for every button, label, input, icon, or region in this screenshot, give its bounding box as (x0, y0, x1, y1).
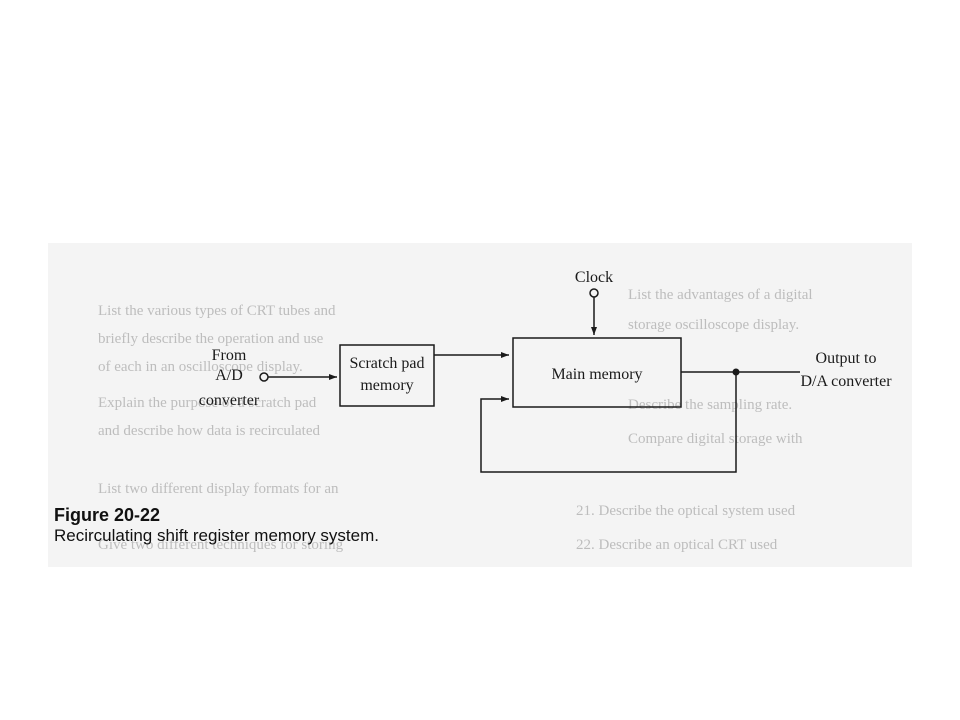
svg-text:List the advantages of a digit: List the advantages of a digital (628, 287, 813, 303)
input-label-line3: converter (199, 392, 260, 409)
input-label-line2: A/D (215, 367, 243, 384)
svg-text:Give two different techniques: Give two different techniques for storin… (98, 537, 344, 553)
input-terminal (259, 372, 269, 382)
figure-caption: Figure 20-22 Recirculating shift registe… (54, 505, 379, 546)
scratch-pad-memory-block (339, 344, 435, 407)
svg-text:List two different display for: List two different display formats for a… (98, 481, 339, 497)
figure-number: Figure 20-22 (54, 505, 161, 525)
svg-text:storage oscilloscope display.: storage oscilloscope display. (628, 317, 799, 333)
scratch-pad-label-line2: memory (360, 377, 413, 394)
input-label-line1: From (212, 347, 247, 364)
scanned-page: List the various types of CRT tubes and … (48, 243, 912, 567)
clock-label: Clock (575, 269, 613, 286)
bleed-through-text: List the various types of CRT tubes and … (98, 287, 813, 553)
clock-terminal (589, 288, 599, 298)
svg-text:of each in an oscilloscope dis: of each in an oscilloscope display. (98, 359, 303, 375)
svg-text:Describe the sampling rate.: Describe the sampling rate. (628, 397, 792, 413)
input-label: From A/D converter (199, 347, 260, 409)
block-diagram: List the various types of CRT tubes and … (98, 269, 892, 553)
svg-text:Compare digital storage with: Compare digital storage with (628, 431, 803, 447)
main-memory-label: Main memory (551, 366, 642, 383)
output-label-line2: D/A converter (800, 373, 892, 390)
figure-description: Recirculating shift register memory syst… (54, 526, 379, 545)
feedback-loop (480, 372, 737, 473)
output-label-line1: Output to (816, 350, 877, 367)
scratch-pad-label-line1: Scratch pad (349, 355, 424, 372)
svg-text:List the various types of CRT: List the various types of CRT tubes and (98, 303, 336, 319)
svg-text:Explain the purpose of a scrat: Explain the purpose of a scratch pad (98, 395, 317, 411)
svg-text:22. Describe an optical CRT us: 22. Describe an optical CRT used (576, 537, 778, 553)
svg-text:and describe how data is recir: and describe how data is recirculated (98, 423, 320, 439)
svg-text:briefly describe the operation: briefly describe the operation and use (98, 331, 324, 347)
svg-text:21. Describe the optical syste: 21. Describe the optical system used (576, 503, 796, 519)
